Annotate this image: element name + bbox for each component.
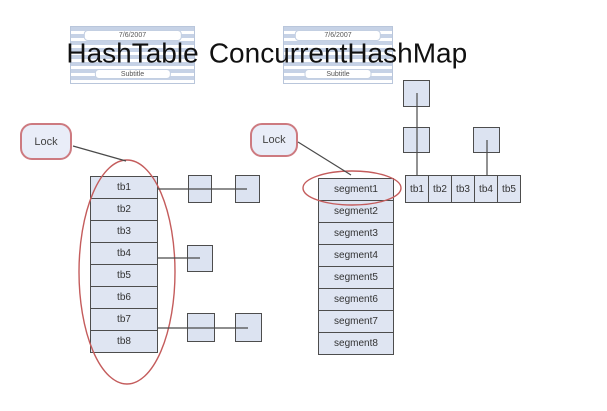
segment-cell: segment7 (318, 310, 394, 333)
node-box (187, 245, 213, 272)
segment-cell: segment4 (318, 244, 394, 267)
bucket-cell: tb1 (405, 175, 429, 203)
bucket-cell: tb5 (90, 264, 158, 287)
concurrenthashmap-lock-badge: Lock (250, 123, 298, 157)
bucket-cell: tb7 (90, 308, 158, 331)
bucket-cell: tb1 (90, 176, 158, 199)
bucket-cell: tb8 (90, 330, 158, 353)
node-box (473, 127, 500, 153)
concurrenthashmap-subtitle-label: Subtitle (304, 69, 372, 79)
concurrenthashmap-title: ConcurrentHashMap (208, 37, 468, 69)
bucket-cell: tb4 (90, 242, 158, 265)
hashtable-title: HashTable (66, 37, 199, 69)
bucket-cell: tb2 (428, 175, 452, 203)
hashtable-title-block: 7/6/2007 HashTable Subtitle (66, 26, 199, 84)
hashtable-lock-label: Lock (34, 135, 58, 148)
concurrenthashmap-date-label: 7/6/2007 (294, 30, 382, 41)
bucket-cell: tb2 (90, 198, 158, 221)
bucket-cell: tb4 (474, 175, 498, 203)
node-box (187, 313, 215, 342)
bucket-cell: tb3 (451, 175, 475, 203)
bucket-cell: tb3 (90, 220, 158, 243)
bucket-cell: tb5 (497, 175, 521, 203)
concurrenthashmap-lock-label: Lock (262, 134, 286, 146)
hashtable-lock-badge: Lock (20, 123, 72, 160)
segment-cell: segment2 (318, 200, 394, 223)
segment-lock-pointer-line (297, 141, 352, 176)
node-box (403, 80, 430, 107)
segment-cell: segment8 (318, 332, 394, 355)
segment-cell: segment6 (318, 288, 394, 311)
node-box (403, 127, 430, 153)
hashtable-bucket-table: tb1 tb2 tb3 tb4 tb5 tb6 tb7 tb8 (90, 176, 158, 353)
bucket-cell: tb6 (90, 286, 158, 309)
hashtable-subtitle-label: Subtitle (94, 69, 171, 79)
segment-cell: segment5 (318, 266, 394, 289)
concurrenthashmap-title-block: 7/6/2007 ConcurrentHashMap Subtitle (209, 26, 467, 84)
node-box (188, 175, 212, 203)
node-box (235, 313, 262, 342)
hashtable-lock-pointer-line (72, 145, 127, 162)
hashtable-date-label: 7/6/2007 (83, 30, 182, 41)
segment-table: segment1 segment2 segment3 segment4 segm… (318, 178, 394, 355)
segment-cell: segment3 (318, 222, 394, 245)
node-box (235, 175, 260, 203)
segment-bucket-row: tb1 tb2 tb3 tb4 tb5 (405, 175, 521, 203)
segment-cell: segment1 (318, 178, 394, 201)
